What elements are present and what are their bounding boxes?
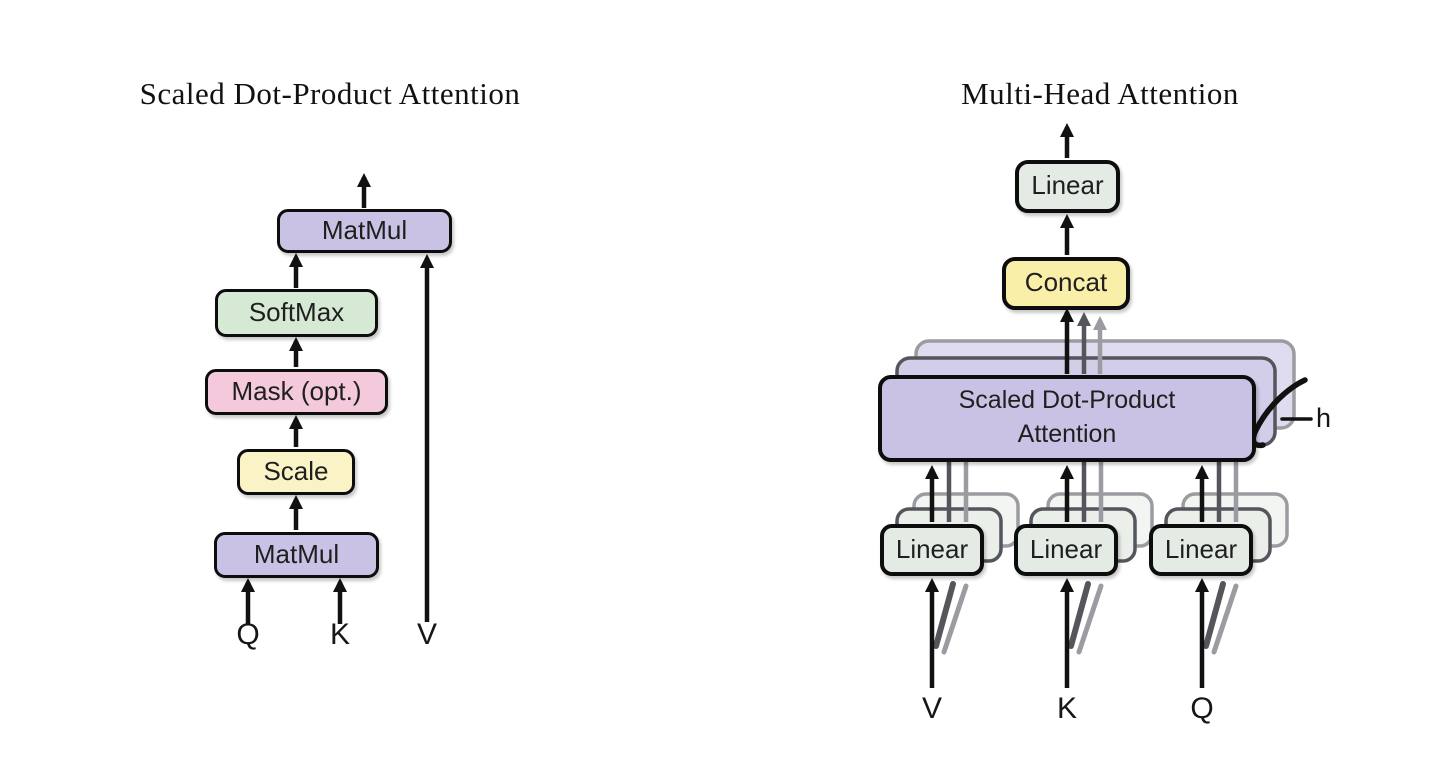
concat-label: Concat xyxy=(1024,267,1108,297)
left-diagram-title: Scaled Dot-Product Attention xyxy=(139,76,521,111)
sdpa-ghost-output-arrows xyxy=(1077,312,1107,374)
mask-box: Mask (opt.) xyxy=(205,369,388,415)
q-input-label-right: Q xyxy=(1190,692,1214,725)
linear-ghost-input-strokes xyxy=(933,581,1239,655)
right-arrows xyxy=(925,123,1209,688)
left-arrows xyxy=(241,173,434,624)
matmul-bottom-box: MatMul xyxy=(214,532,379,578)
linear-q-box: Linear xyxy=(1149,524,1253,576)
k-input-label-right: K xyxy=(1056,692,1077,725)
head-count-bracket xyxy=(1250,377,1313,449)
scale-box: Scale xyxy=(237,449,355,495)
linear-q-label: Linear xyxy=(1164,533,1238,564)
v-input-label-right: V xyxy=(921,692,942,725)
linear-output-box: Linear xyxy=(1015,160,1120,213)
linear-k-label: Linear xyxy=(1029,533,1103,564)
sdpa-label: Scaled Dot-Product Attention xyxy=(958,385,1176,448)
linear-k-box: Linear xyxy=(1014,524,1118,576)
matmul-top-box: MatMul xyxy=(277,209,452,253)
linear-v-label: Linear xyxy=(895,533,969,564)
linear-v-box: Linear xyxy=(880,524,984,576)
k-input-label: K xyxy=(329,618,350,651)
sdpa-box: Scaled Dot-Product Attention xyxy=(878,375,1256,462)
head-count-label: h xyxy=(1316,403,1332,433)
matmul-top-label: MatMul xyxy=(321,214,408,245)
q-input-label: Q xyxy=(236,618,260,651)
softmax-box: SoftMax xyxy=(215,289,378,337)
softmax-label: SoftMax xyxy=(248,296,345,327)
v-input-label: V xyxy=(416,618,437,651)
right-diagram-title: Multi-Head Attention xyxy=(961,76,1239,111)
concat-box: Concat xyxy=(1002,257,1130,310)
linear-output-label: Linear xyxy=(1031,170,1104,200)
scale-label: Scale xyxy=(263,455,329,486)
mask-label: Mask (opt.) xyxy=(231,375,362,406)
matmul-bottom-label: MatMul xyxy=(253,538,340,569)
